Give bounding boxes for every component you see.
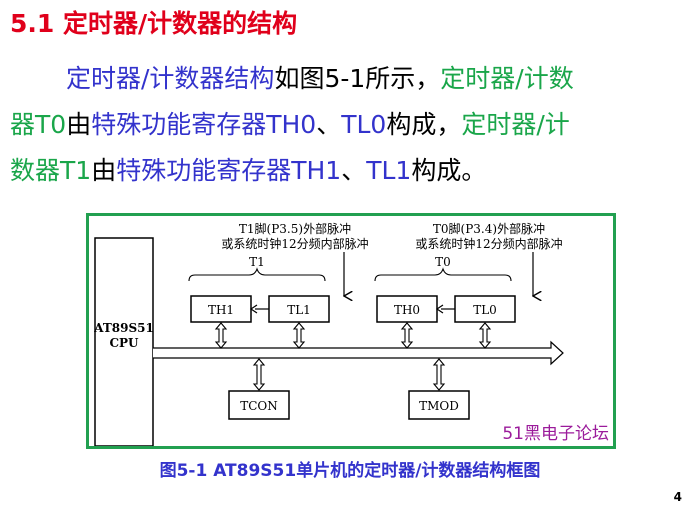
tcon-label: TCON xyxy=(240,399,278,413)
text-run: 由 xyxy=(91,156,117,185)
register-bus-connectors xyxy=(214,322,492,349)
text-run: 定时器/计数器结构 xyxy=(66,64,275,93)
t0-pulse-label-2: 或系统时钟12分频内部脉冲 xyxy=(415,236,562,251)
t1-pulse-label-1: T1脚(P3.5)外部脉冲 xyxy=(239,221,351,236)
text-run: 构成， xyxy=(386,110,462,139)
slide-title: 5.1 定时器/计数器的结构 xyxy=(10,9,298,38)
paragraph-line-1: 定时器/计数器结构如图5-1所示，定时器/计数 xyxy=(10,56,696,102)
text-run: 特殊功能寄存器TH1 xyxy=(116,156,342,185)
tcon-box xyxy=(228,390,290,420)
tl1-to-th1-arrowhead xyxy=(249,304,258,314)
cpu-block xyxy=(94,237,154,446)
text-run: 、 xyxy=(316,110,342,139)
tl1-label: TL1 xyxy=(287,303,311,317)
text-run: TL1 xyxy=(366,156,412,185)
text-run: 定时器/计数 xyxy=(440,64,574,93)
th1-box xyxy=(190,295,252,323)
tl0-to-th0-arrowhead xyxy=(435,304,444,314)
text-run: TL0 xyxy=(341,110,387,139)
tl0-label: TL0 xyxy=(473,303,497,317)
t0-pulse-label-1: T0脚(P3.4)外部脉冲 xyxy=(433,221,545,236)
cpu-label-model: AT89S51 xyxy=(93,321,154,335)
th0-label: TH0 xyxy=(394,303,420,317)
t1-group-label: T1 xyxy=(249,255,265,269)
t0-group-label: T0 xyxy=(435,255,451,269)
text-run: 如图5-1所示， xyxy=(274,64,441,93)
timer-structure-diagram: AT89S51 CPU T1脚(P3.5)外部脉冲 或系统时钟12分频内部脉冲 … xyxy=(93,221,564,446)
paragraph-line-3: 数器T1由特殊功能寄存器TH1、TL1构成。 xyxy=(10,148,696,194)
watermark: 51黑电子论坛 xyxy=(502,424,609,444)
page-number: 4 xyxy=(673,490,682,504)
text-run: 定时器/计 xyxy=(461,110,570,139)
body-paragraph: 定时器/计数器结构如图5-1所示，定时器/计数 器T0由特殊功能寄存器TH0、T… xyxy=(10,56,696,194)
text-run: 特殊功能寄存器TH0 xyxy=(91,110,317,139)
text-run: 器T0 xyxy=(10,110,67,139)
figure-frame: AT89S51 CPU T1脚(P3.5)外部脉冲 或系统时钟12分频内部脉冲 … xyxy=(86,213,616,449)
figure-caption: 图5-1 AT89S51单片机的定时器/计数器结构框图 xyxy=(159,461,541,481)
paragraph-line-2: 器T0由特殊功能寄存器TH0、TL0构成，定时器/计 xyxy=(10,102,696,148)
tl0-box xyxy=(454,295,516,323)
internal-bus xyxy=(153,340,564,366)
text-run: 、 xyxy=(341,156,367,185)
t1-group-brace xyxy=(188,267,326,282)
text-run: 构成。 xyxy=(411,156,487,185)
text-run: 数器T1 xyxy=(10,156,92,185)
t1-pulse-label-2: 或系统时钟12分频内部脉冲 xyxy=(221,236,368,251)
t0-group-brace xyxy=(374,267,512,282)
th1-label: TH1 xyxy=(208,303,234,317)
tmod-label: TMOD xyxy=(419,399,459,413)
text-run: 由 xyxy=(66,110,92,139)
cpu-label-cpu: CPU xyxy=(109,336,139,350)
control-bus-connectors xyxy=(252,358,446,391)
tmod-box xyxy=(408,390,470,420)
